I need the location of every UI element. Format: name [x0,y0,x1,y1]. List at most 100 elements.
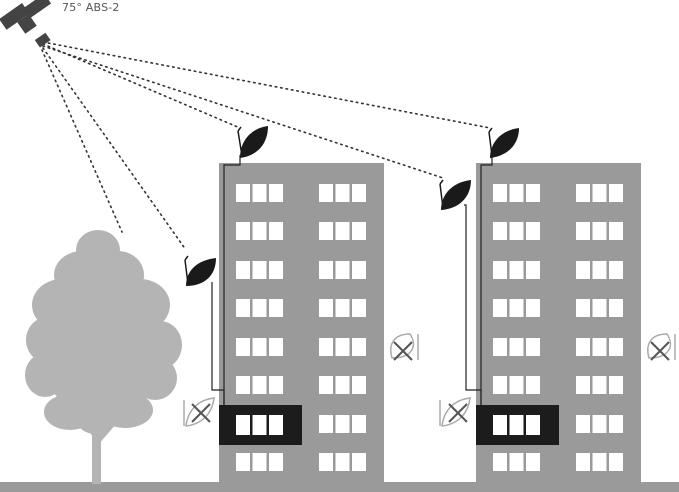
window [576,222,590,240]
window [526,376,540,394]
window-column-right [576,184,623,471]
window [493,376,507,394]
signal-lines [41,41,491,251]
window [236,184,250,202]
window [352,338,366,356]
window-column-left [493,184,540,471]
window [352,453,366,471]
window [509,338,524,356]
window [526,338,540,356]
window [252,453,267,471]
window-column-right [319,184,366,471]
window [335,222,350,240]
window [576,299,590,317]
window [352,184,366,202]
dish-icon [488,127,519,158]
window [526,453,540,471]
window [493,415,507,435]
window [576,453,590,471]
window [493,184,507,202]
window-column-left [236,184,283,471]
window [269,222,283,240]
window [319,415,333,433]
window [269,415,283,435]
window [252,261,267,279]
tree-icon [25,230,182,484]
window [526,299,540,317]
window [576,261,590,279]
window [526,222,540,240]
window [592,222,607,240]
window [319,299,333,317]
window [319,338,333,356]
dark-floor-windows [236,415,283,435]
window [236,222,250,240]
window [319,453,333,471]
window [493,453,507,471]
window [252,338,267,356]
window [352,222,366,240]
window [319,222,333,240]
building-icon [476,163,641,483]
window [335,338,350,356]
window [269,338,283,356]
dish-icon [237,126,268,158]
window [319,376,333,394]
window [352,376,366,394]
window [335,376,350,394]
window [252,222,267,240]
window [509,453,524,471]
window [526,184,540,202]
window [592,184,607,202]
window [352,299,366,317]
window [609,453,623,471]
window [335,453,350,471]
window [252,299,267,317]
window [335,261,350,279]
window [609,261,623,279]
window [236,299,250,317]
blocked-dish-icon [183,397,215,427]
window [526,261,540,279]
window [609,222,623,240]
window [269,376,283,394]
window [269,184,283,202]
window [252,376,267,394]
window [236,415,250,435]
window [352,415,366,433]
window [236,261,250,279]
blocked-dish-icon [390,333,419,361]
blocked-dish-icon [647,333,676,361]
building-icon [219,163,384,483]
window [509,415,524,435]
window [493,222,507,240]
window [609,376,623,394]
window [576,415,590,433]
satellite-label: 75° ABS-2 [62,1,120,14]
window [509,222,524,240]
window [236,453,250,471]
window [576,376,590,394]
window [509,299,524,317]
window [592,299,607,317]
window [352,261,366,279]
window [335,184,350,202]
window [319,184,333,202]
window [609,184,623,202]
window [509,376,524,394]
window [236,338,250,356]
window [319,261,333,279]
window [335,415,350,433]
window [335,299,350,317]
window [493,261,507,279]
window [592,338,607,356]
window [252,415,267,435]
satellite-icon [0,0,52,48]
window [236,376,250,394]
window [592,376,607,394]
window [592,261,607,279]
window [509,184,524,202]
window [592,415,607,433]
window [592,453,607,471]
